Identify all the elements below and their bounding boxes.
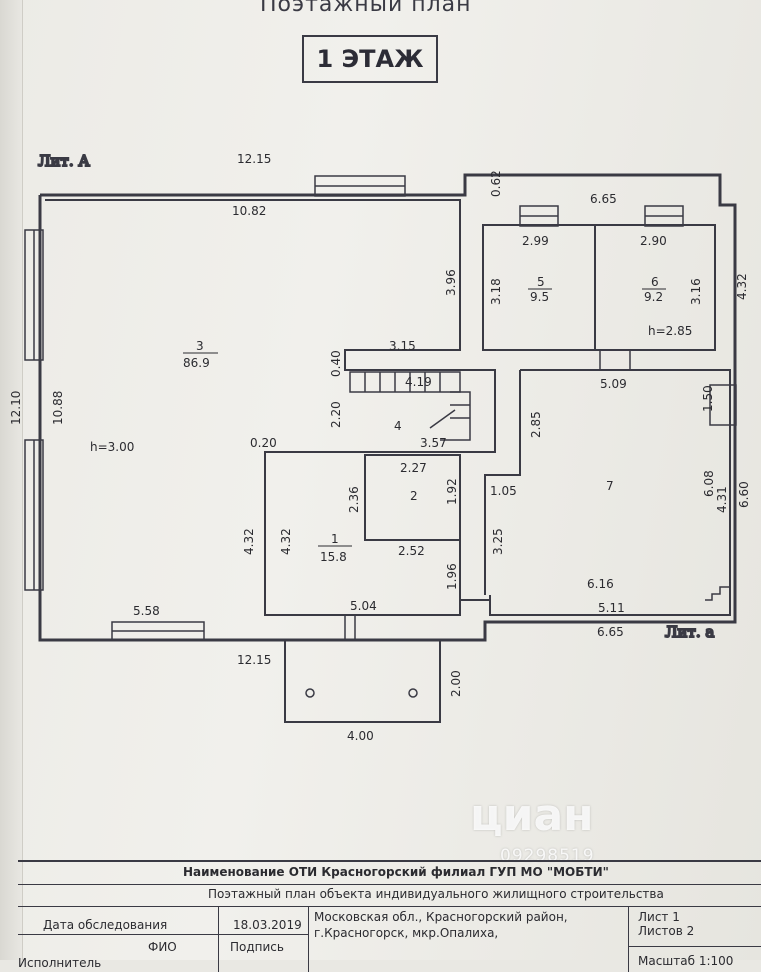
dim-label: 4.32 [735, 273, 749, 300]
room-area: 9.2 [644, 290, 663, 304]
dim-label: 3.25 [491, 528, 505, 555]
dim-label: 1.50 [701, 385, 715, 412]
dim-label: 3.15 [389, 339, 416, 353]
dim-label: 3.18 [489, 278, 503, 305]
dimension-labels: 12.15 10.82 0.62 6.65 2.99 2.90 3.18 3.1… [9, 152, 751, 743]
fio-label: ФИО [148, 940, 177, 954]
stairs [349, 371, 471, 441]
watermark-brand: циан [470, 790, 594, 841]
room-area: 86.9 [183, 356, 210, 370]
room-number: 2 [410, 489, 418, 503]
dim-label: 2.90 [640, 234, 667, 248]
dim-label: 1.96 [445, 563, 459, 590]
binding-edge [0, 0, 23, 960]
stamp-object: Поэтажный план объекта индивидуального ж… [208, 887, 664, 901]
lower-marks [344, 615, 356, 640]
room-area: 15.8 [320, 550, 347, 564]
sheets-label: Листов 2 [638, 924, 695, 938]
height-label: h=2.85 [648, 324, 692, 338]
room-number: 7 [606, 479, 614, 493]
dim-label: 6.65 [590, 192, 617, 206]
dim-label: 12.10 [9, 391, 23, 425]
outer-wall-main [38, 173, 737, 642]
porch [284, 639, 441, 723]
dim-label: 1.05 [490, 484, 517, 498]
dim-label: 4.32 [242, 528, 256, 555]
dim-label: 2.99 [522, 234, 549, 248]
dim-label: 2.00 [449, 670, 463, 697]
room-number: 5 [537, 275, 545, 289]
dim-label: 4.00 [347, 729, 374, 743]
dim-label: 6.16 [587, 577, 614, 591]
dim-label: 5.09 [600, 377, 627, 391]
executor-label: Исполнитель [18, 956, 102, 970]
room-number: 3 [196, 339, 204, 353]
room-area: 9.5 [530, 290, 549, 304]
corner-steps [705, 586, 730, 601]
dim-label: 2.36 [347, 486, 361, 513]
windows [24, 175, 737, 641]
dim-label: 6.60 [737, 481, 751, 508]
cian-watermark: циан 09298519 [470, 790, 594, 866]
lit-a-label: Лит. А [38, 152, 90, 170]
dim-label: 2.52 [398, 544, 425, 558]
room-labels: 3 86.9 5 9.5 6 9.2 1 15.8 4 2 7 h=3.00 h… [90, 275, 692, 564]
dim-label: 2.85 [529, 411, 543, 438]
height-label: h=3.00 [90, 440, 134, 454]
stamp-row-org: Наименование ОТИ Красногорский филиал ГУ… [18, 862, 761, 885]
plan-title: Поэтажный план [260, 0, 472, 17]
stamp-divider [628, 906, 629, 972]
signature-label: Подпись [230, 940, 284, 954]
dim-label: 12.15 [237, 653, 271, 667]
inner-wall-main [45, 199, 496, 616]
stamp-divider [308, 906, 309, 972]
survey-date: 18.03.2019 [233, 918, 302, 932]
dim-label: 2.20 [329, 401, 343, 428]
dim-label: 0.62 [489, 170, 503, 197]
stamp-row-details: Дата обследования 18.03.2019 Московская … [18, 906, 761, 972]
dim-label: 0.20 [250, 436, 277, 450]
dim-label: 0.40 [329, 350, 343, 377]
dim-label: 10.82 [232, 204, 266, 218]
dim-label: 4.19 [405, 375, 432, 389]
dim-label: 1.92 [445, 478, 459, 505]
dim-label: 4.31 [715, 486, 729, 513]
dim-label: 3.96 [444, 269, 458, 296]
dim-label: 10.88 [51, 391, 65, 425]
dim-label: 2.27 [400, 461, 427, 475]
dim-label: 6.65 [597, 625, 624, 639]
dim-label: 5.58 [133, 604, 160, 618]
dim-label: 5.11 [598, 601, 625, 615]
stamp-divider [18, 934, 308, 935]
room-number: 4 [394, 419, 402, 433]
inner-wall-annex [482, 224, 716, 351]
dim-label: 4.32 [279, 528, 293, 555]
stamp-divider [218, 906, 219, 972]
dim-label: 5.04 [350, 599, 377, 613]
address-line1: Московская обл., Красногорский район, [314, 910, 568, 924]
room-number: 1 [331, 532, 339, 546]
floor-label: 1 ЭТАЖ [302, 35, 438, 83]
sheet-label: Лист 1 [638, 910, 680, 924]
title-block: Наименование ОТИ Красногорский филиал ГУ… [18, 860, 761, 972]
scale-label: Масштаб 1:100 [638, 954, 734, 968]
room-number: 6 [651, 275, 659, 289]
stamp-org: Наименование ОТИ Красногорский филиал ГУ… [183, 865, 609, 879]
dim-label: 3.57 [420, 436, 447, 450]
survey-date-label: Дата обследования [43, 918, 168, 932]
stamp-row-object: Поэтажный план объекта индивидуального ж… [18, 884, 761, 907]
address-line2: г.Красногорск, мкр.Опалиха, [314, 926, 499, 940]
dim-label: 6.08 [702, 470, 716, 497]
lit-a-annex-label: Лит. а [665, 623, 714, 641]
annex7-walls [484, 369, 731, 616]
stamp-divider [628, 946, 761, 947]
dim-label: 3.16 [689, 278, 703, 305]
dim-label: 12.15 [237, 152, 271, 166]
